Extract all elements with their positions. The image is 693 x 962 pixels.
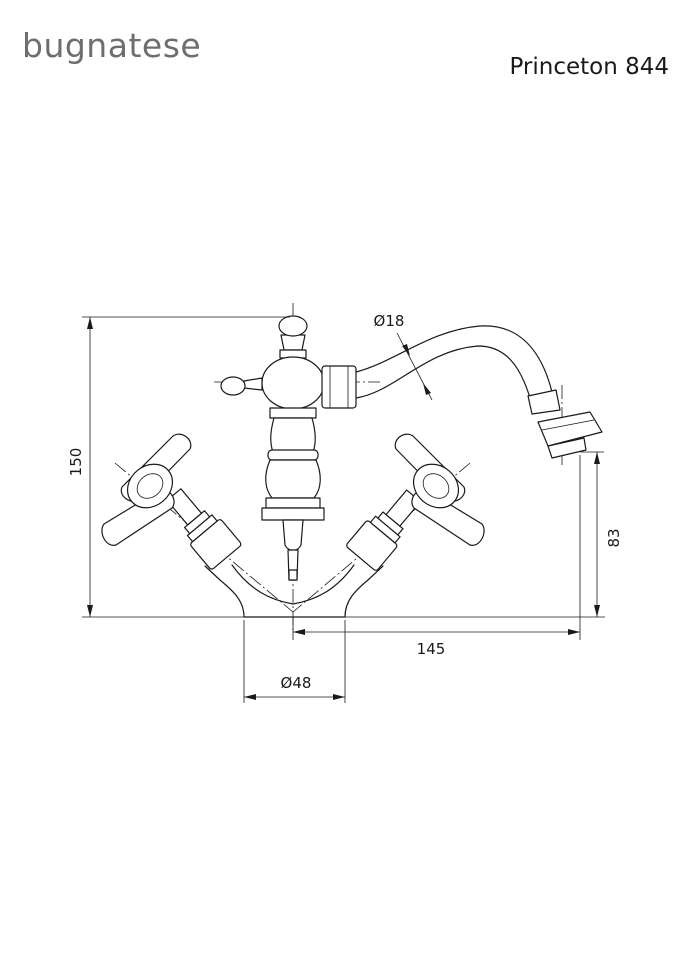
dim-label-150: 150: [67, 448, 85, 477]
spout-aerator-line: [541, 419, 595, 431]
arrow-145-left: [293, 629, 305, 635]
column-shaft: [270, 417, 316, 453]
right-handle-hub-inner: [422, 473, 450, 499]
arrow-83-bottom: [594, 605, 600, 617]
column-globe: [261, 356, 325, 410]
dim-label-48: Ø48: [281, 674, 312, 692]
left-handle-hub: [126, 463, 174, 509]
right-cross-handle: [346, 433, 485, 571]
faucet-body: [204, 315, 384, 618]
y-body-inner: [231, 564, 355, 605]
arrow-150-bottom: [87, 605, 93, 617]
arrow-145-right: [568, 629, 580, 635]
spout-tube: [355, 325, 553, 399]
right-handle-hub: [412, 463, 460, 509]
arrow-18-lower: [423, 383, 431, 395]
dimension-145: 145: [292, 455, 581, 658]
column-ring-upper: [269, 407, 317, 419]
dim-label-18: Ø18: [374, 312, 405, 330]
arrow-150-top: [87, 317, 93, 329]
dim-label-83: 83: [605, 528, 623, 547]
left-cross-handle: [101, 433, 242, 570]
column-vase: [265, 459, 321, 499]
arrow-48-right: [333, 694, 345, 700]
side-lever-knob: [220, 376, 246, 396]
dimension-150: 150: [67, 316, 605, 618]
arrow-83-top: [594, 452, 600, 464]
column-neck: [280, 334, 306, 351]
arrow-48-left: [244, 694, 256, 700]
arrow-18-upper: [402, 344, 410, 356]
dimension-83: 83: [580, 451, 623, 617]
dim-label-145: 145: [417, 640, 446, 658]
column-base-ring-2: [261, 507, 325, 521]
spout-collar: [321, 365, 357, 409]
left-spindle: [166, 488, 203, 526]
column-base-ring: [265, 497, 321, 509]
pop-up-lever: [282, 519, 304, 551]
top-finial: [278, 315, 308, 337]
left-handle-hub-inner: [136, 473, 164, 499]
column-ring-mid: [267, 449, 319, 461]
pop-up-tip: [288, 569, 298, 581]
spout-aerator-ring: [527, 389, 561, 415]
dimension-48: Ø48: [243, 620, 346, 703]
model-name: Princeton 844: [509, 54, 669, 80]
spout-aerator-tip: [547, 437, 587, 459]
side-lever-stem: [243, 377, 263, 391]
dimension-18: Ø18: [374, 312, 433, 401]
spout-aerator-body: [537, 411, 603, 447]
brand-logo: bugnatese: [22, 26, 202, 65]
spout: [321, 325, 603, 459]
